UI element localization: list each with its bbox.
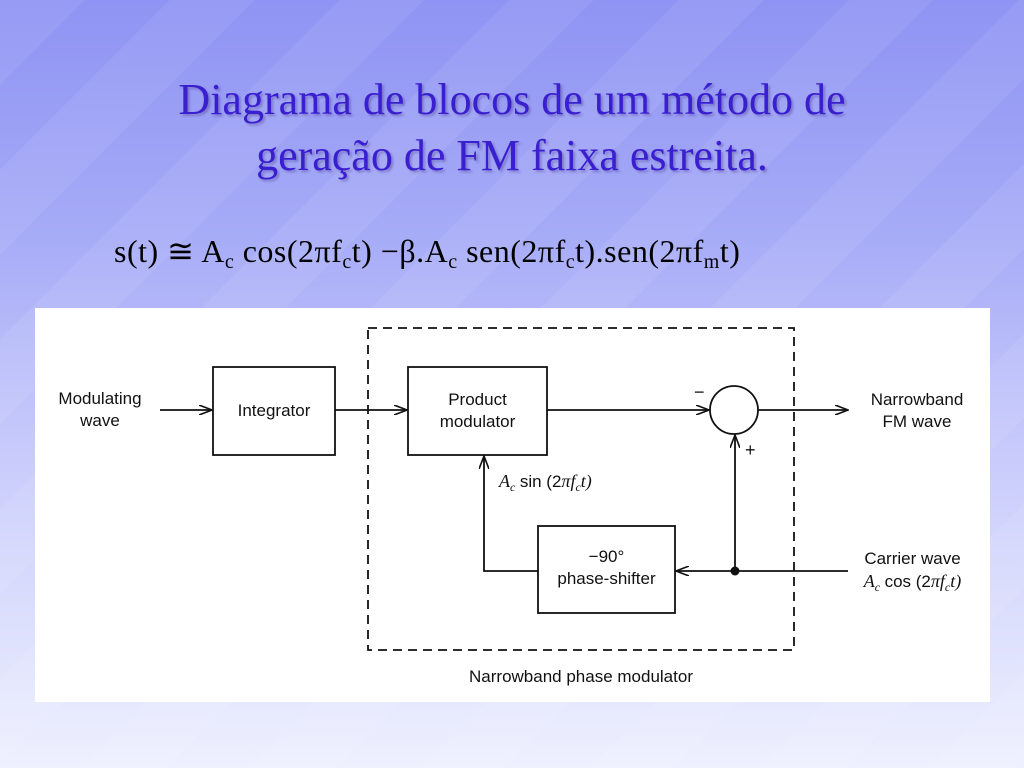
formula-term1-end: t)	[351, 233, 373, 269]
slide-title: Diagrama de blocos de um método de geraç…	[0, 72, 1024, 184]
carrier-wave-label: Carrier wave Ac cos (2πfct)	[835, 548, 990, 598]
formula-term1-cos-sub: c	[342, 251, 352, 273]
formula-term1-amp: A	[201, 233, 225, 269]
integrator-box	[212, 366, 336, 456]
formula-approx: ≅	[167, 233, 195, 269]
formula-term2-m-sub: m	[703, 251, 720, 273]
fm-formula: s(t) ≅ Ac cos(2πfct) −β.Ac sen(2πfct).se…	[114, 232, 740, 282]
diagram-lines	[160, 327, 990, 651]
integrator-label: Integrator	[237, 401, 311, 420]
phase-modulator-caption: Narrowband phase modulator	[469, 667, 693, 686]
formula-term2-beta-sub: c	[448, 251, 458, 273]
phase-modulator-dashed-box	[367, 327, 795, 651]
sum-minus-sign: −	[694, 382, 705, 402]
block-diagram: Modulating wave Integrator Product modul…	[35, 308, 990, 702]
title-line-2: geração de FM faixa estreita.	[256, 131, 768, 180]
summing-junction	[709, 385, 759, 435]
formula-term2-sen-sub: c	[565, 251, 576, 273]
product-modulator-box	[407, 366, 548, 456]
formula-minus: −	[380, 233, 400, 269]
sum-plus-sign: +	[745, 440, 756, 460]
title-line-1: Diagrama de blocos de um método de	[178, 75, 846, 124]
formula-term2-end: t)	[719, 233, 741, 269]
formula-term2-beta: β.A	[399, 233, 449, 269]
formula-term2-sen: sen(2πf	[466, 233, 566, 269]
narrowband-fm-output-label: Narrowband FM wave	[870, 390, 964, 431]
formula-lhs: s(t)	[114, 233, 159, 269]
formula-term1-cos: cos(2πf	[242, 233, 343, 269]
phase-shifter-output-line	[484, 456, 538, 572]
formula-term2-mid: t).sen(2πf	[575, 233, 704, 269]
modulating-wave-label: Modulating wave	[58, 389, 142, 430]
carrier-junction-dot	[730, 566, 740, 576]
product-modulator-label: Product modulator	[439, 390, 516, 431]
phase-shifter-label: −90° phase-shifter	[557, 547, 656, 588]
formula-term1-amp-sub: c	[224, 251, 235, 273]
carrier-wave-expression: Ac cos (2πfct)	[863, 571, 962, 594]
feedback-signal-label: Ac sin (2πfct)	[499, 471, 592, 494]
